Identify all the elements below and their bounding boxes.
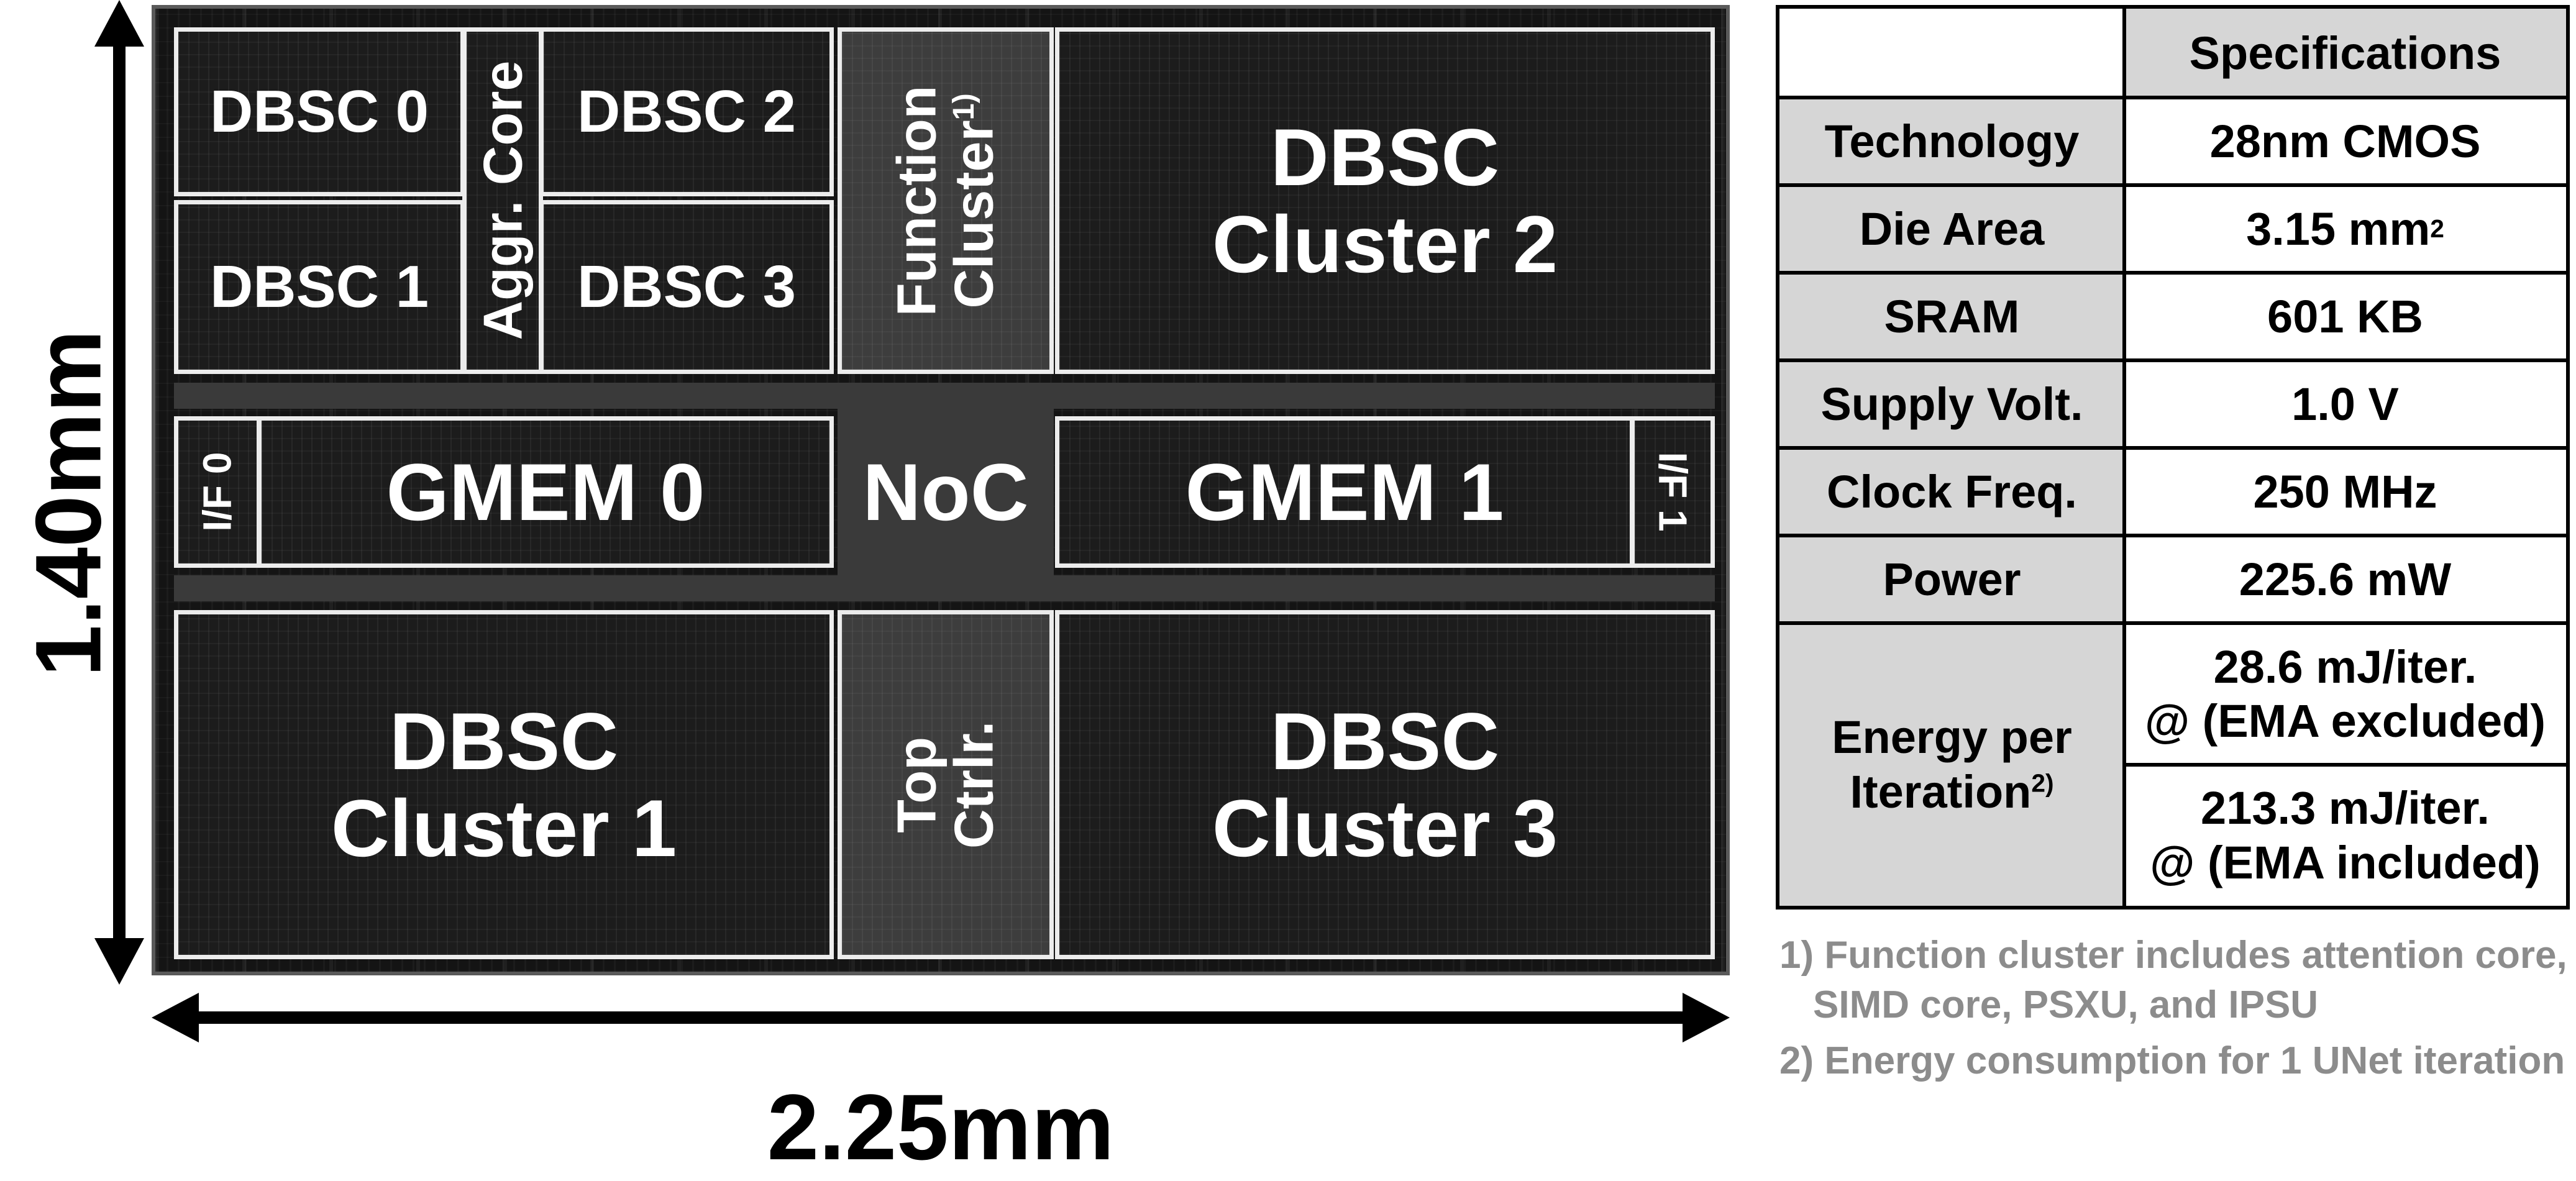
- table-divider-vertical: [2122, 9, 2126, 906]
- block-gmem1: GMEM 1: [1055, 416, 1634, 568]
- block-function-cluster-label: Function Cluster1): [885, 85, 1005, 316]
- block-if0: I/F 0: [174, 416, 261, 568]
- energy-included-line1: 213.3 mJ/iter.: [2201, 782, 2490, 834]
- energy-excluded-line2: @ (EMA excluded): [2144, 695, 2546, 747]
- die-photo: DBSC 0 DBSC 1 Aggr. Core DBSC 2 DBSC 3 F…: [152, 5, 1730, 975]
- cluster3-line1: DBSC: [1270, 695, 1500, 787]
- block-if1: I/F 1: [1630, 416, 1715, 568]
- energy-excluded-line1: 28.6 mJ/iter.: [2213, 641, 2477, 693]
- block-top-ctrlr-label: Top Ctrlr.: [885, 721, 1005, 849]
- function-cluster-line1: Function: [885, 85, 948, 316]
- block-dbsc1-label: DBSC 1: [209, 253, 429, 321]
- function-cluster-word: Cluster: [943, 119, 1005, 309]
- block-gmem0-label: GMEM 0: [386, 446, 705, 537]
- die-area-value: 3.15 mm: [2246, 203, 2431, 255]
- block-dbsc0-label: DBSC 0: [209, 78, 429, 145]
- energy-label-line2: Iteration2): [1832, 765, 2072, 819]
- energy-label-text: Energy per Iteration2): [1832, 710, 2072, 819]
- cluster2-line1: DBSC: [1270, 111, 1500, 203]
- height-arrow-head-bottom: [94, 938, 144, 985]
- energy-label-word: Iteration: [1850, 765, 2032, 818]
- spec-row-sram-label: SRAM: [1779, 273, 2124, 360]
- height-arrow-head-top: [94, 0, 144, 47]
- block-gmem1-label: GMEM 1: [1185, 446, 1504, 537]
- block-if0-label: I/F 0: [194, 452, 240, 532]
- spec-row-energy-value-excluded: 28.6 mJ/iter. @ (EMA excluded): [2124, 623, 2566, 765]
- block-aggr-core: Aggr. Core: [462, 27, 543, 374]
- block-dbsc3: DBSC 3: [539, 200, 834, 374]
- width-dimension-label: 2.25mm: [767, 1075, 1115, 1179]
- width-arrow-head-right: [1683, 993, 1730, 1042]
- block-noc: NoC: [838, 409, 1054, 575]
- block-dbsc-cluster1-label: DBSC Cluster 1: [331, 695, 677, 873]
- block-dbsc-cluster1: DBSC Cluster 1: [174, 610, 834, 959]
- block-function-cluster: Function Cluster1): [838, 27, 1054, 374]
- spec-row-supply-volt-value: 1.0 V: [2124, 360, 2566, 448]
- block-dbsc-cluster2: DBSC Cluster 2: [1055, 27, 1715, 374]
- block-aggr-core-label: Aggr. Core: [472, 61, 534, 340]
- die-area-unit-exponent: 2: [2430, 214, 2444, 244]
- spec-row-energy-value-included: 213.3 mJ/iter. @ (EMA included): [2124, 765, 2566, 906]
- block-dbsc0: DBSC 0: [174, 27, 465, 196]
- cluster3-line2: Cluster 3: [1212, 783, 1558, 873]
- energy-excluded-text: 28.6 mJ/iter. @ (EMA excluded): [2145, 640, 2546, 749]
- block-top-ctrlr: Top Ctrlr.: [838, 610, 1054, 959]
- table-divider-4: [1779, 358, 2566, 362]
- table-divider-7: [1779, 621, 2566, 625]
- block-noc-label: NoC: [862, 447, 1029, 537]
- block-dbsc-cluster3: DBSC Cluster 3: [1055, 610, 1715, 959]
- spec-row-power-label: Power: [1779, 536, 2124, 623]
- spec-row-clock-freq-label: Clock Freq.: [1779, 448, 2124, 536]
- table-divider-3: [1779, 271, 2566, 275]
- block-dbsc3-label: DBSC 3: [577, 253, 797, 321]
- footnote-1-line2: SIMD core, PSXU, and IPSU: [1813, 983, 2319, 1026]
- spec-row-technology-label: Technology: [1779, 98, 2124, 185]
- block-gmem0: GMEM 0: [257, 416, 834, 568]
- cluster2-line2: Cluster 2: [1212, 199, 1558, 290]
- top-ctrlr-line1: Top: [885, 736, 948, 833]
- cluster1-line2: Cluster 1: [331, 783, 677, 873]
- spec-row-supply-volt-label: Supply Volt.: [1779, 360, 2124, 448]
- function-cluster-line2: Cluster1): [943, 85, 1005, 316]
- table-divider-1: [1779, 96, 2566, 99]
- spec-row-energy-label: Energy per Iteration2): [1779, 623, 2124, 906]
- spec-row-clock-freq-value: 250 MHz: [2124, 448, 2566, 536]
- spec-row-die-area-label: Die Area: [1779, 185, 2124, 273]
- table-divider-2: [1779, 183, 2566, 187]
- table-divider-6: [1779, 534, 2566, 537]
- spec-row-technology-value: 28nm CMOS: [2124, 98, 2566, 185]
- footnote-1-line1: 1) Function cluster includes attention c…: [1779, 934, 2567, 977]
- block-dbsc2-label: DBSC 2: [577, 78, 797, 145]
- block-dbsc1: DBSC 1: [174, 200, 465, 374]
- table-divider-energy: [2124, 763, 2566, 767]
- energy-included-text: 213.3 mJ/iter. @ (EMA included): [2150, 781, 2541, 890]
- spec-row-sram-value: 601 KB: [2124, 273, 2566, 360]
- spec-row-power-value: 225.6 mW: [2124, 536, 2566, 623]
- block-dbsc-cluster3-label: DBSC Cluster 3: [1212, 695, 1558, 873]
- block-dbsc2: DBSC 2: [539, 27, 834, 196]
- spec-table: Specifications Technology 28nm CMOS Die …: [1776, 5, 2570, 910]
- height-dimension-label: 1.40mm: [16, 329, 121, 677]
- cluster1-line1: DBSC: [389, 695, 619, 787]
- block-dbsc-cluster2-label: DBSC Cluster 2: [1212, 111, 1558, 290]
- block-if1-label: I/F 1: [1650, 452, 1696, 532]
- spec-header: Specifications: [2124, 9, 2566, 98]
- spec-header-blank: [1779, 9, 2124, 98]
- top-ctrlr-line2: Ctrlr.: [943, 721, 1005, 849]
- energy-label-line1: Energy per: [1832, 711, 2072, 764]
- width-arrow-head-left: [152, 993, 199, 1042]
- figure: 1.40mm 2.25mm DBSC 0 DBSC 1 Aggr. Core D…: [16, 0, 2570, 1179]
- footnote-2: 2) Energy consumption for 1 UNet iterati…: [1779, 1039, 2565, 1082]
- energy-label-footnote: 2): [2031, 768, 2054, 797]
- table-divider-5: [1779, 446, 2566, 450]
- dimension-arrows: [94, 0, 1730, 1042]
- energy-included-line2: @ (EMA included): [2150, 836, 2541, 888]
- noc-center: [838, 383, 1054, 601]
- function-cluster-footnote: 1): [947, 93, 981, 120]
